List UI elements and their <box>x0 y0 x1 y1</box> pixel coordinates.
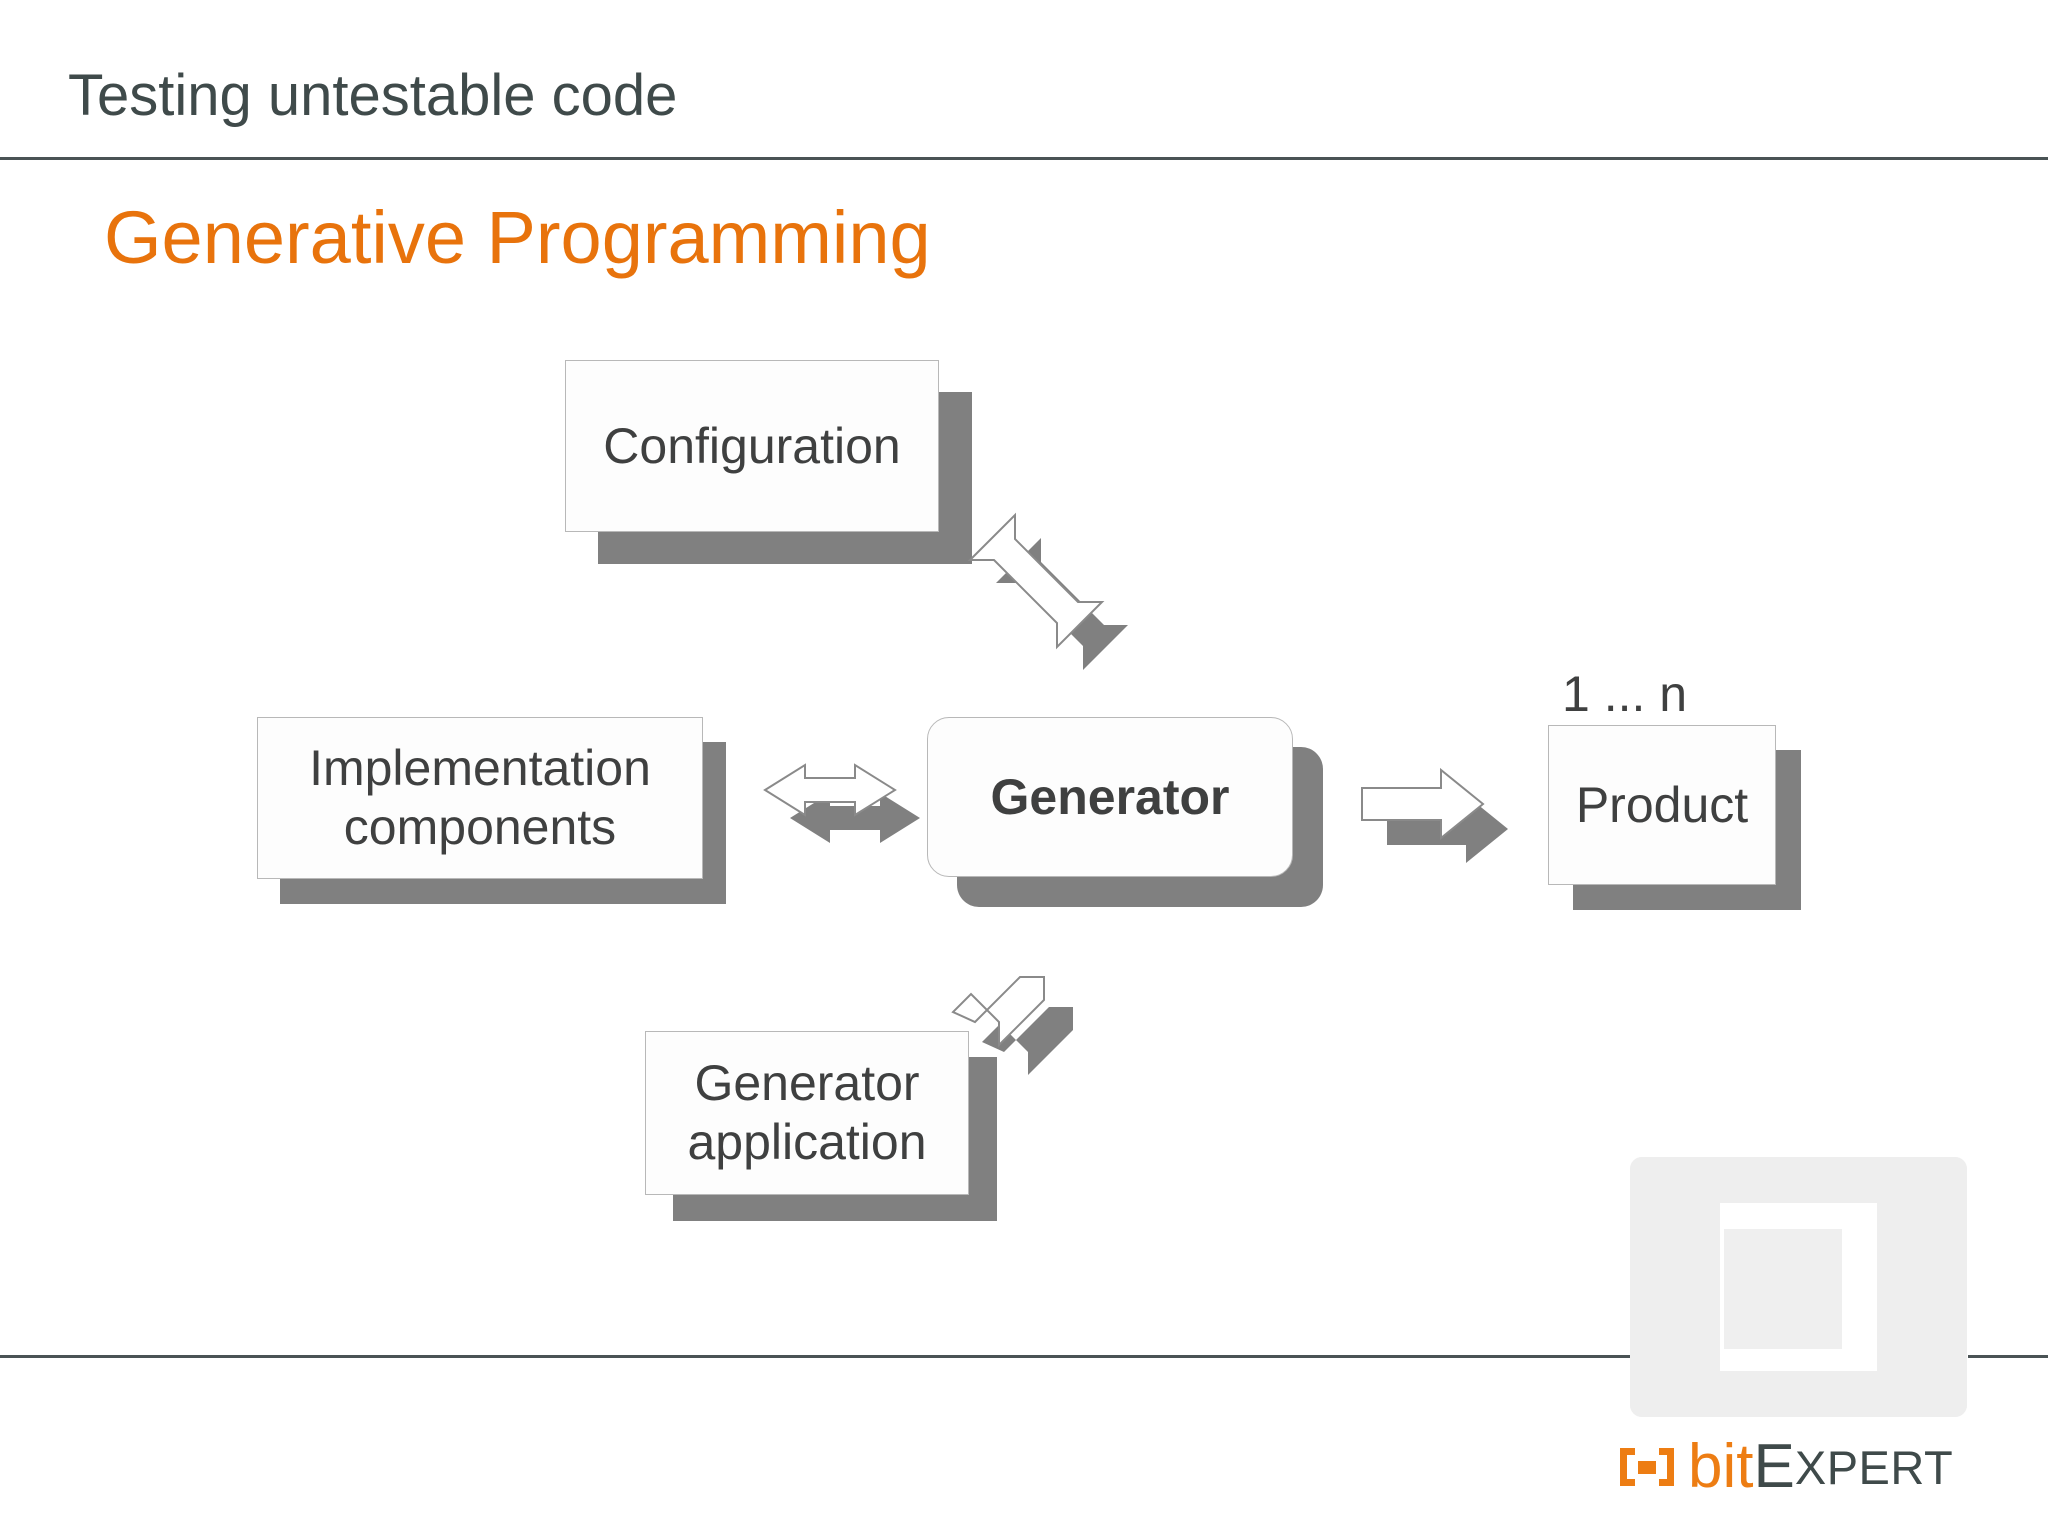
watermark-bracket-right-bottom-icon <box>1787 1371 1967 1417</box>
watermark-bracket-left-top-icon <box>1630 1157 1810 1203</box>
diagram-box-product-label: Product <box>1575 776 1749 833</box>
footer-divider-left <box>0 1355 1630 1358</box>
logo-text-e: E <box>1753 1432 1795 1501</box>
arrow-generator-to-product-icon <box>1361 767 1508 863</box>
page-title: Generative Programming <box>104 196 931 279</box>
footer-divider-right <box>1968 1355 2048 1358</box>
diagram-box-implementation-components[interactable]: Implementation components <box>257 717 703 879</box>
logo-text-bit: bit <box>1688 1432 1754 1501</box>
bitexpert-logo: bit E XPERT <box>1620 1436 1953 1498</box>
arrow-configuration-to-generator-icon <box>967 512 1128 670</box>
diagram-box-product[interactable]: Product <box>1548 725 1776 885</box>
diagram-box-configuration[interactable]: Configuration <box>565 360 939 532</box>
product-multiplicity-caption: 1 ... n <box>1562 666 1688 722</box>
diagram-box-generator[interactable]: Generator <box>927 717 1293 877</box>
diagram-box-generator-label: Generator <box>990 768 1230 825</box>
bitexpert-bracket-mark-icon <box>1620 1448 1674 1486</box>
logo-text-xpert: XPERT <box>1794 1440 1954 1494</box>
watermark-center-square-icon <box>1724 1229 1842 1349</box>
diagram-box-generator-application-label: Generator application <box>687 1055 927 1170</box>
arrow-implementation-to-generator-icon <box>763 763 920 843</box>
slide-header-title: Testing untestable code <box>68 63 678 128</box>
header-divider <box>0 157 2048 160</box>
watermark-bracket-left-bottom-icon <box>1630 1371 1810 1417</box>
diagram-box-generator-application[interactable]: Generator application <box>645 1031 969 1195</box>
diagram-box-configuration-label: Configuration <box>603 417 901 474</box>
diagram-box-implementation-components-label: Implementation components <box>309 740 651 855</box>
watermark-bracket-right-top-icon <box>1787 1157 1967 1203</box>
